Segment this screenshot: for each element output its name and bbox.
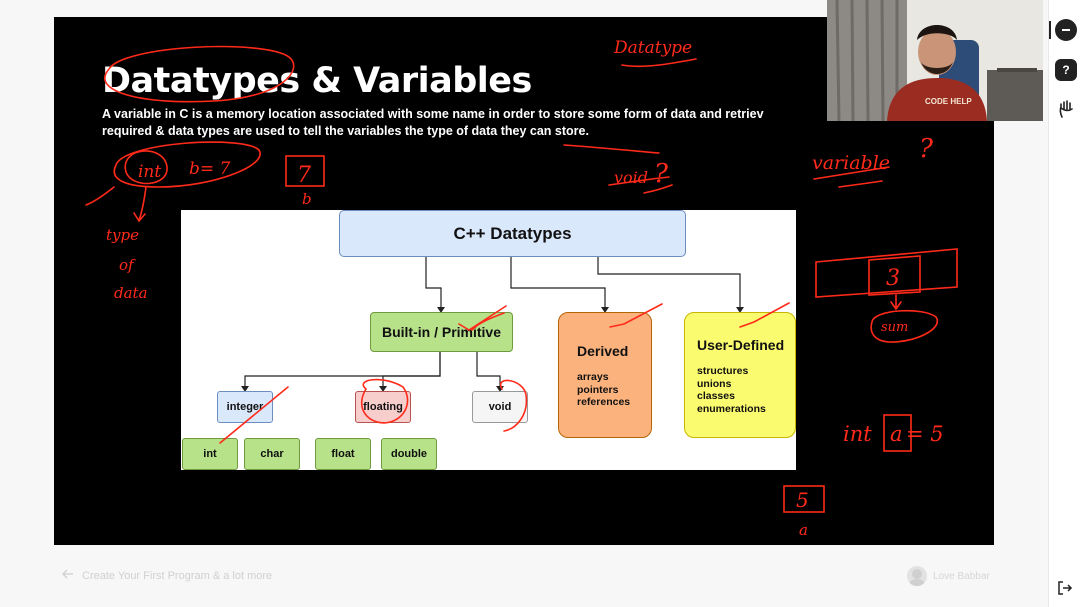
derived-item: pointers [577, 383, 619, 396]
previous-lesson-label: Create Your First Program & a lot more [82, 569, 273, 582]
author-info: Love Babbar [907, 566, 990, 586]
ink-sum: sum [881, 320, 908, 335]
user-defined-item: classes [697, 390, 735, 402]
void-underline-2 [643, 184, 673, 194]
ink-datatype: Datatype [613, 38, 692, 58]
float-leaf: float [315, 438, 371, 470]
int-leaf: int [182, 438, 238, 470]
webcam-image: CODE HELP [827, 0, 1043, 121]
ink-question-2: ? [919, 134, 934, 164]
author-avatar [907, 566, 927, 586]
a-box [883, 414, 912, 452]
ink-data: data [114, 284, 148, 302]
ink-b-eq: b= 7 [189, 159, 231, 179]
cpp-datatypes-box: C++ Datatypes [339, 210, 686, 257]
variable-underline [813, 166, 890, 180]
webcam-shirt-text: CODE HELP [925, 97, 972, 106]
ink-b: b [302, 190, 312, 208]
derived-item: references [577, 396, 631, 408]
user-defined-item: enumerations [697, 402, 766, 415]
chat-icon[interactable] [1055, 19, 1077, 41]
derived-title: Derived [577, 343, 629, 359]
user-defined-box: User-Defined structures unions classes e… [684, 312, 796, 438]
datatype-underline [621, 58, 697, 68]
slide-title: Datatypes & Variables [102, 61, 532, 101]
ink-a-var: a [890, 422, 903, 446]
help-label: ? [1062, 63, 1070, 77]
ink-a: a [799, 521, 808, 539]
ink-type: type [106, 226, 139, 244]
author-name: Love Babbar [933, 570, 990, 582]
webcam-feed: CODE HELP [827, 0, 1043, 121]
char-leaf: char [244, 438, 300, 470]
sum-arrow [890, 294, 902, 311]
exit-icon[interactable] [1057, 580, 1073, 596]
void-underline [608, 176, 670, 186]
datatypes-diagram: C++ Datatypes Built-in / Primitive Deriv… [181, 210, 796, 470]
ink-int: int [138, 162, 161, 182]
int-inner-circle [124, 150, 168, 185]
description-line-2: required & data types are used to tell t… [102, 124, 589, 138]
memory-strip [815, 248, 958, 298]
derived-item: arrays [577, 371, 609, 383]
retrieve-underline [563, 144, 660, 154]
derived-box: Derived arrays pointers references [558, 312, 652, 438]
ink-void: void [614, 168, 648, 187]
ink-three: 3 [886, 266, 900, 291]
help-icon[interactable]: ? [1055, 59, 1077, 81]
user-defined-title: User-Defined [697, 337, 785, 353]
arrow-left-icon [62, 569, 74, 582]
five-box [783, 485, 825, 513]
type-arrow [133, 186, 147, 223]
ink-question-1: ? [654, 159, 669, 189]
variable-underline-2 [838, 180, 883, 188]
user-defined-item: structures [697, 365, 749, 377]
int-tail [85, 186, 115, 206]
memory-cell [868, 255, 921, 296]
int-oval [113, 141, 261, 188]
previous-lesson-link[interactable]: Create Your First Program & a lot more [62, 569, 272, 582]
right-sidebar: ? [1048, 0, 1080, 607]
ink-five: 5 [796, 488, 809, 512]
user-defined-item: unions [697, 377, 732, 390]
floating-box: floating [355, 391, 411, 423]
double-leaf: double [381, 438, 437, 470]
hand-raise-icon[interactable] [1057, 99, 1075, 119]
description-line-1: A variable in C is a memory location ass… [102, 107, 764, 121]
primitive-box: Built-in / Primitive [370, 312, 513, 352]
integer-box: integer [217, 391, 273, 423]
ink-seven: 7 [297, 163, 311, 188]
active-indicator [1049, 21, 1051, 39]
void-box: void [472, 391, 528, 423]
ink-int-a: int [843, 422, 872, 446]
slide-description: A variable in C is a memory location ass… [102, 106, 842, 140]
ink-eq-five: = 5 [906, 422, 944, 446]
seven-box [285, 155, 325, 187]
ink-of: of [119, 256, 136, 274]
ink-variable: variable [812, 152, 890, 174]
sum-oval [870, 309, 939, 343]
